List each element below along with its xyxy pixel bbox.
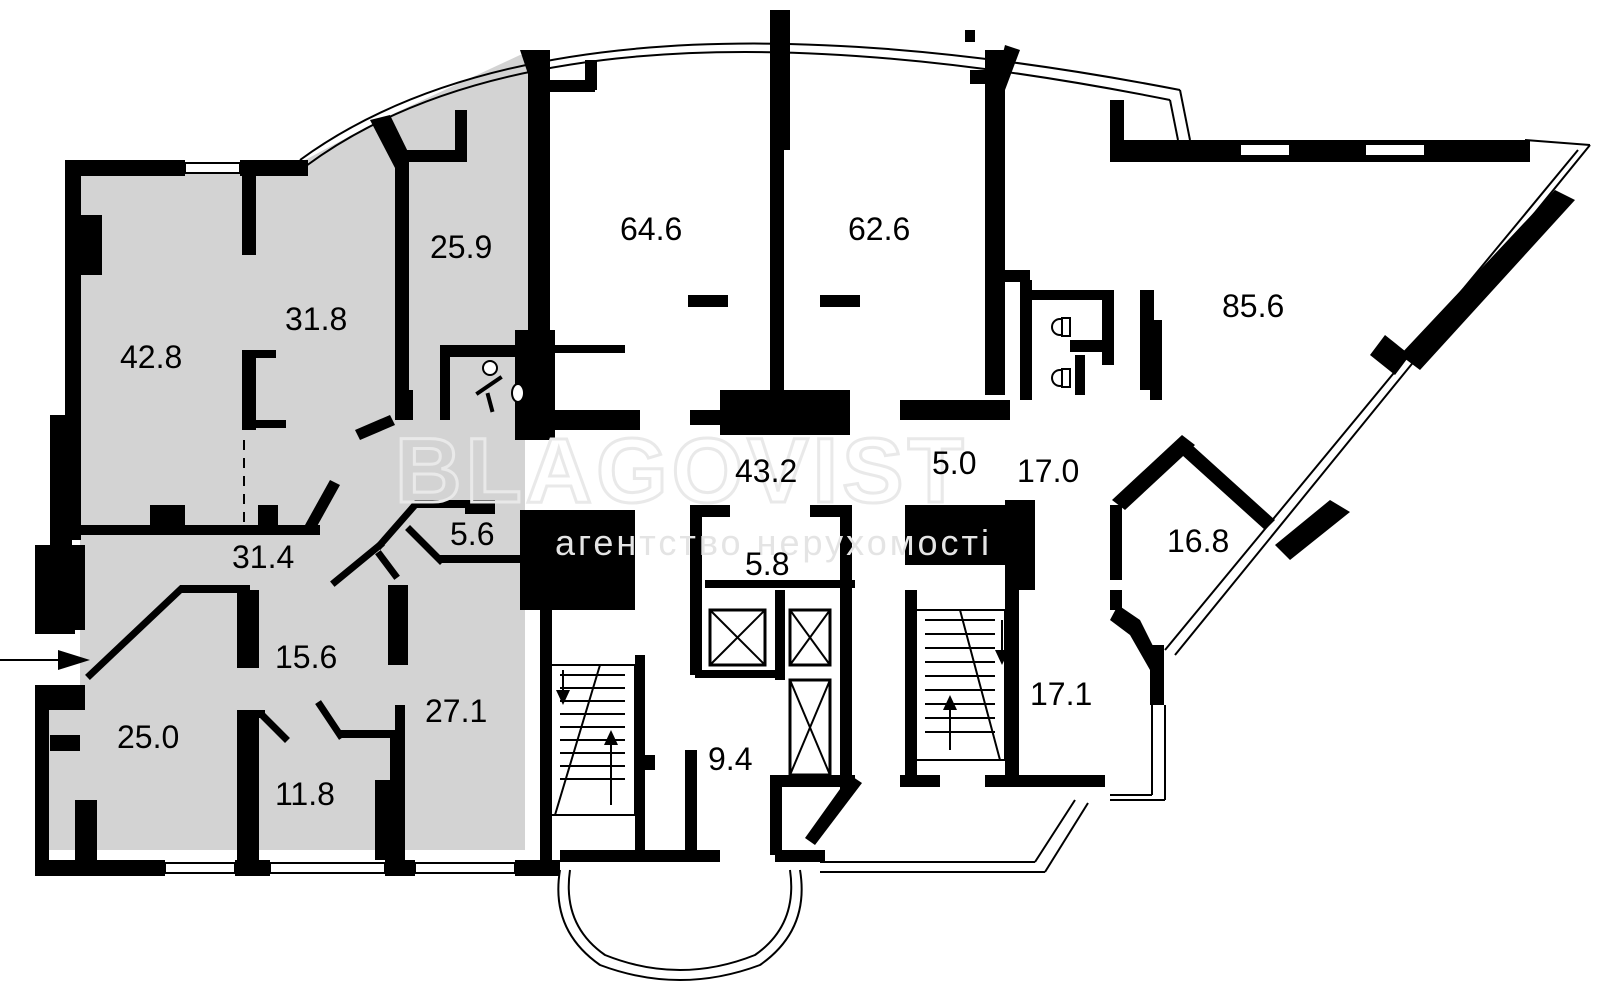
room-area-label: 9.4: [708, 741, 752, 777]
elevators: [708, 608, 832, 777]
east-wing: [1110, 100, 1591, 656]
room-area-label: 11.8: [275, 776, 335, 812]
room-area-label: 5.6: [450, 516, 494, 552]
watermark-brand: BLAGOVIST: [395, 420, 968, 522]
south-terrace: [557, 799, 1089, 981]
room-area-label: 62.6: [848, 211, 910, 247]
room-area-label: 64.6: [620, 211, 682, 247]
entrance-arrow-icon: [0, 650, 90, 670]
staircase-west: [549, 664, 636, 816]
wc-fixtures-west: [475, 360, 525, 413]
interior-walls-west: [35, 50, 635, 860]
leased-area: [45, 55, 535, 850]
room-area-label: 25.9: [430, 229, 492, 265]
west-walls: [35, 160, 560, 876]
room-area-label: 85.6: [1222, 288, 1284, 324]
room-area-label: 5.8: [745, 546, 789, 582]
room-area-label: 27.1: [425, 693, 487, 729]
room-labels: 42.8 31.8 25.9 64.6 62.6 85.6 43.2 5.0 1…: [117, 211, 1284, 812]
interior-walls-east: [1051, 317, 1275, 801]
room-area-label: 15.6: [275, 639, 337, 675]
room-area-label: 42.8: [120, 339, 182, 375]
room-area-label: 17.1: [1030, 676, 1092, 712]
watermark: BLAGOVIST агентство нерухомості: [394, 419, 992, 564]
room-area-label: 17.0: [1017, 453, 1079, 489]
interior-walls-central: [540, 10, 1162, 862]
watermark-tagline: агентство нерухомості: [555, 522, 992, 563]
room-area-label: 25.0: [117, 719, 179, 755]
room-area-label: 31.4: [232, 539, 294, 575]
room-area-label: 31.8: [285, 301, 347, 337]
room-area-label: 43.2: [735, 453, 797, 489]
staircase-east: [914, 609, 1009, 761]
room-area-label: 5.0: [932, 445, 976, 481]
room-area-label: 16.8: [1167, 523, 1229, 559]
